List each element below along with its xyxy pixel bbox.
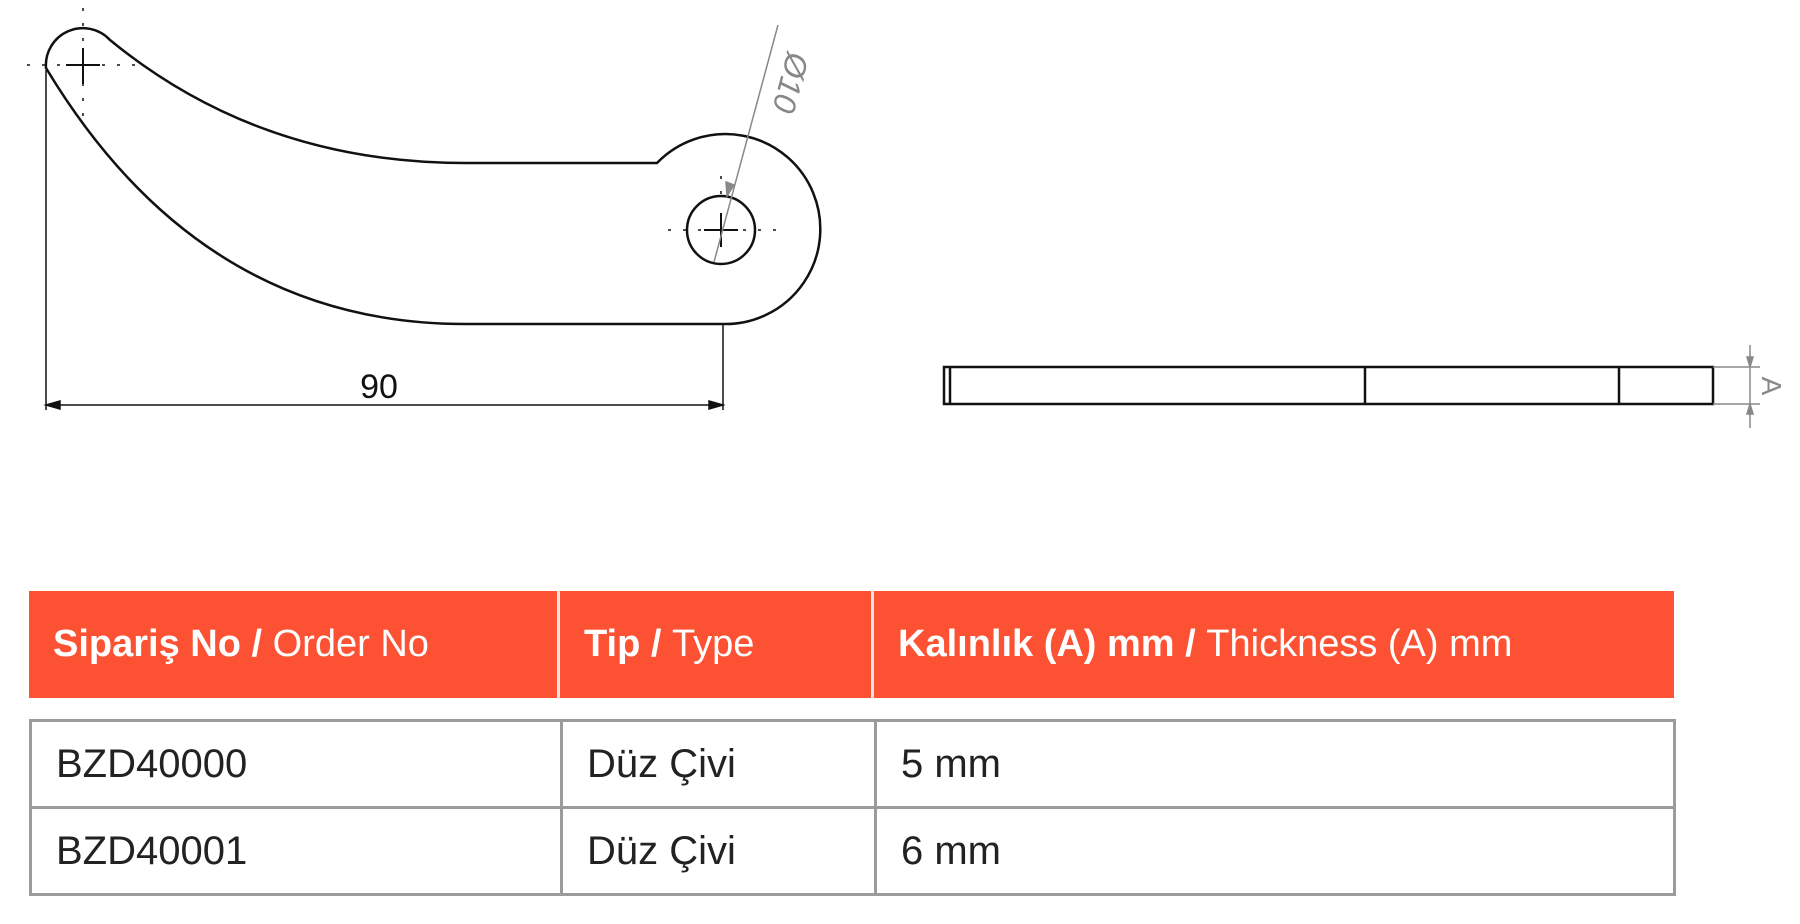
hole-dimension-leader	[713, 24, 779, 263]
centerlines	[27, 8, 778, 231]
cell-order-no: BZD40000	[32, 722, 563, 806]
side-view	[942, 365, 1715, 406]
table-row: BZD40000 Düz Çivi 5 mm	[32, 722, 1673, 809]
table-header: Sipariş No / Order No Tip / Type Kalınlı…	[29, 591, 1674, 698]
length-dimension	[43, 70, 726, 410]
mounting-hole	[685, 194, 757, 266]
header-en: Order No	[272, 623, 429, 665]
header-tr: Kalınlık (A) mm /	[898, 623, 1196, 665]
cell-thickness: 6 mm	[901, 828, 1001, 873]
header-en: Thickness (A) mm	[1206, 623, 1513, 665]
header-order-no: Sipariş No / Order No	[29, 591, 560, 698]
header-thickness: Kalınlık (A) mm / Thickness (A) mm	[874, 591, 1674, 698]
header-type: Tip / Type	[560, 591, 874, 698]
table-row: BZD40001 Düz Çivi 6 mm	[32, 809, 1673, 893]
header-tr: Sipariş No /	[53, 623, 263, 665]
cell-thickness: 5 mm	[901, 741, 1001, 786]
part-outline	[44, 26, 822, 326]
length-dim-label: 90	[360, 368, 398, 406]
thickness-dim-label: A	[1756, 377, 1787, 396]
cell-order-no: BZD40001	[32, 809, 563, 893]
center-marks	[66, 48, 738, 247]
cell-type: Düz Çivi	[563, 722, 877, 806]
thickness-dimension	[1713, 345, 1760, 428]
cell-type: Düz Çivi	[563, 809, 877, 893]
header-tr: Tip /	[584, 623, 662, 665]
header-en: Type	[671, 623, 755, 665]
hole-dim-label: Ø10	[765, 48, 816, 117]
table-body: BZD40000 Düz Çivi 5 mm BZD40001 Düz Çivi…	[29, 719, 1676, 896]
